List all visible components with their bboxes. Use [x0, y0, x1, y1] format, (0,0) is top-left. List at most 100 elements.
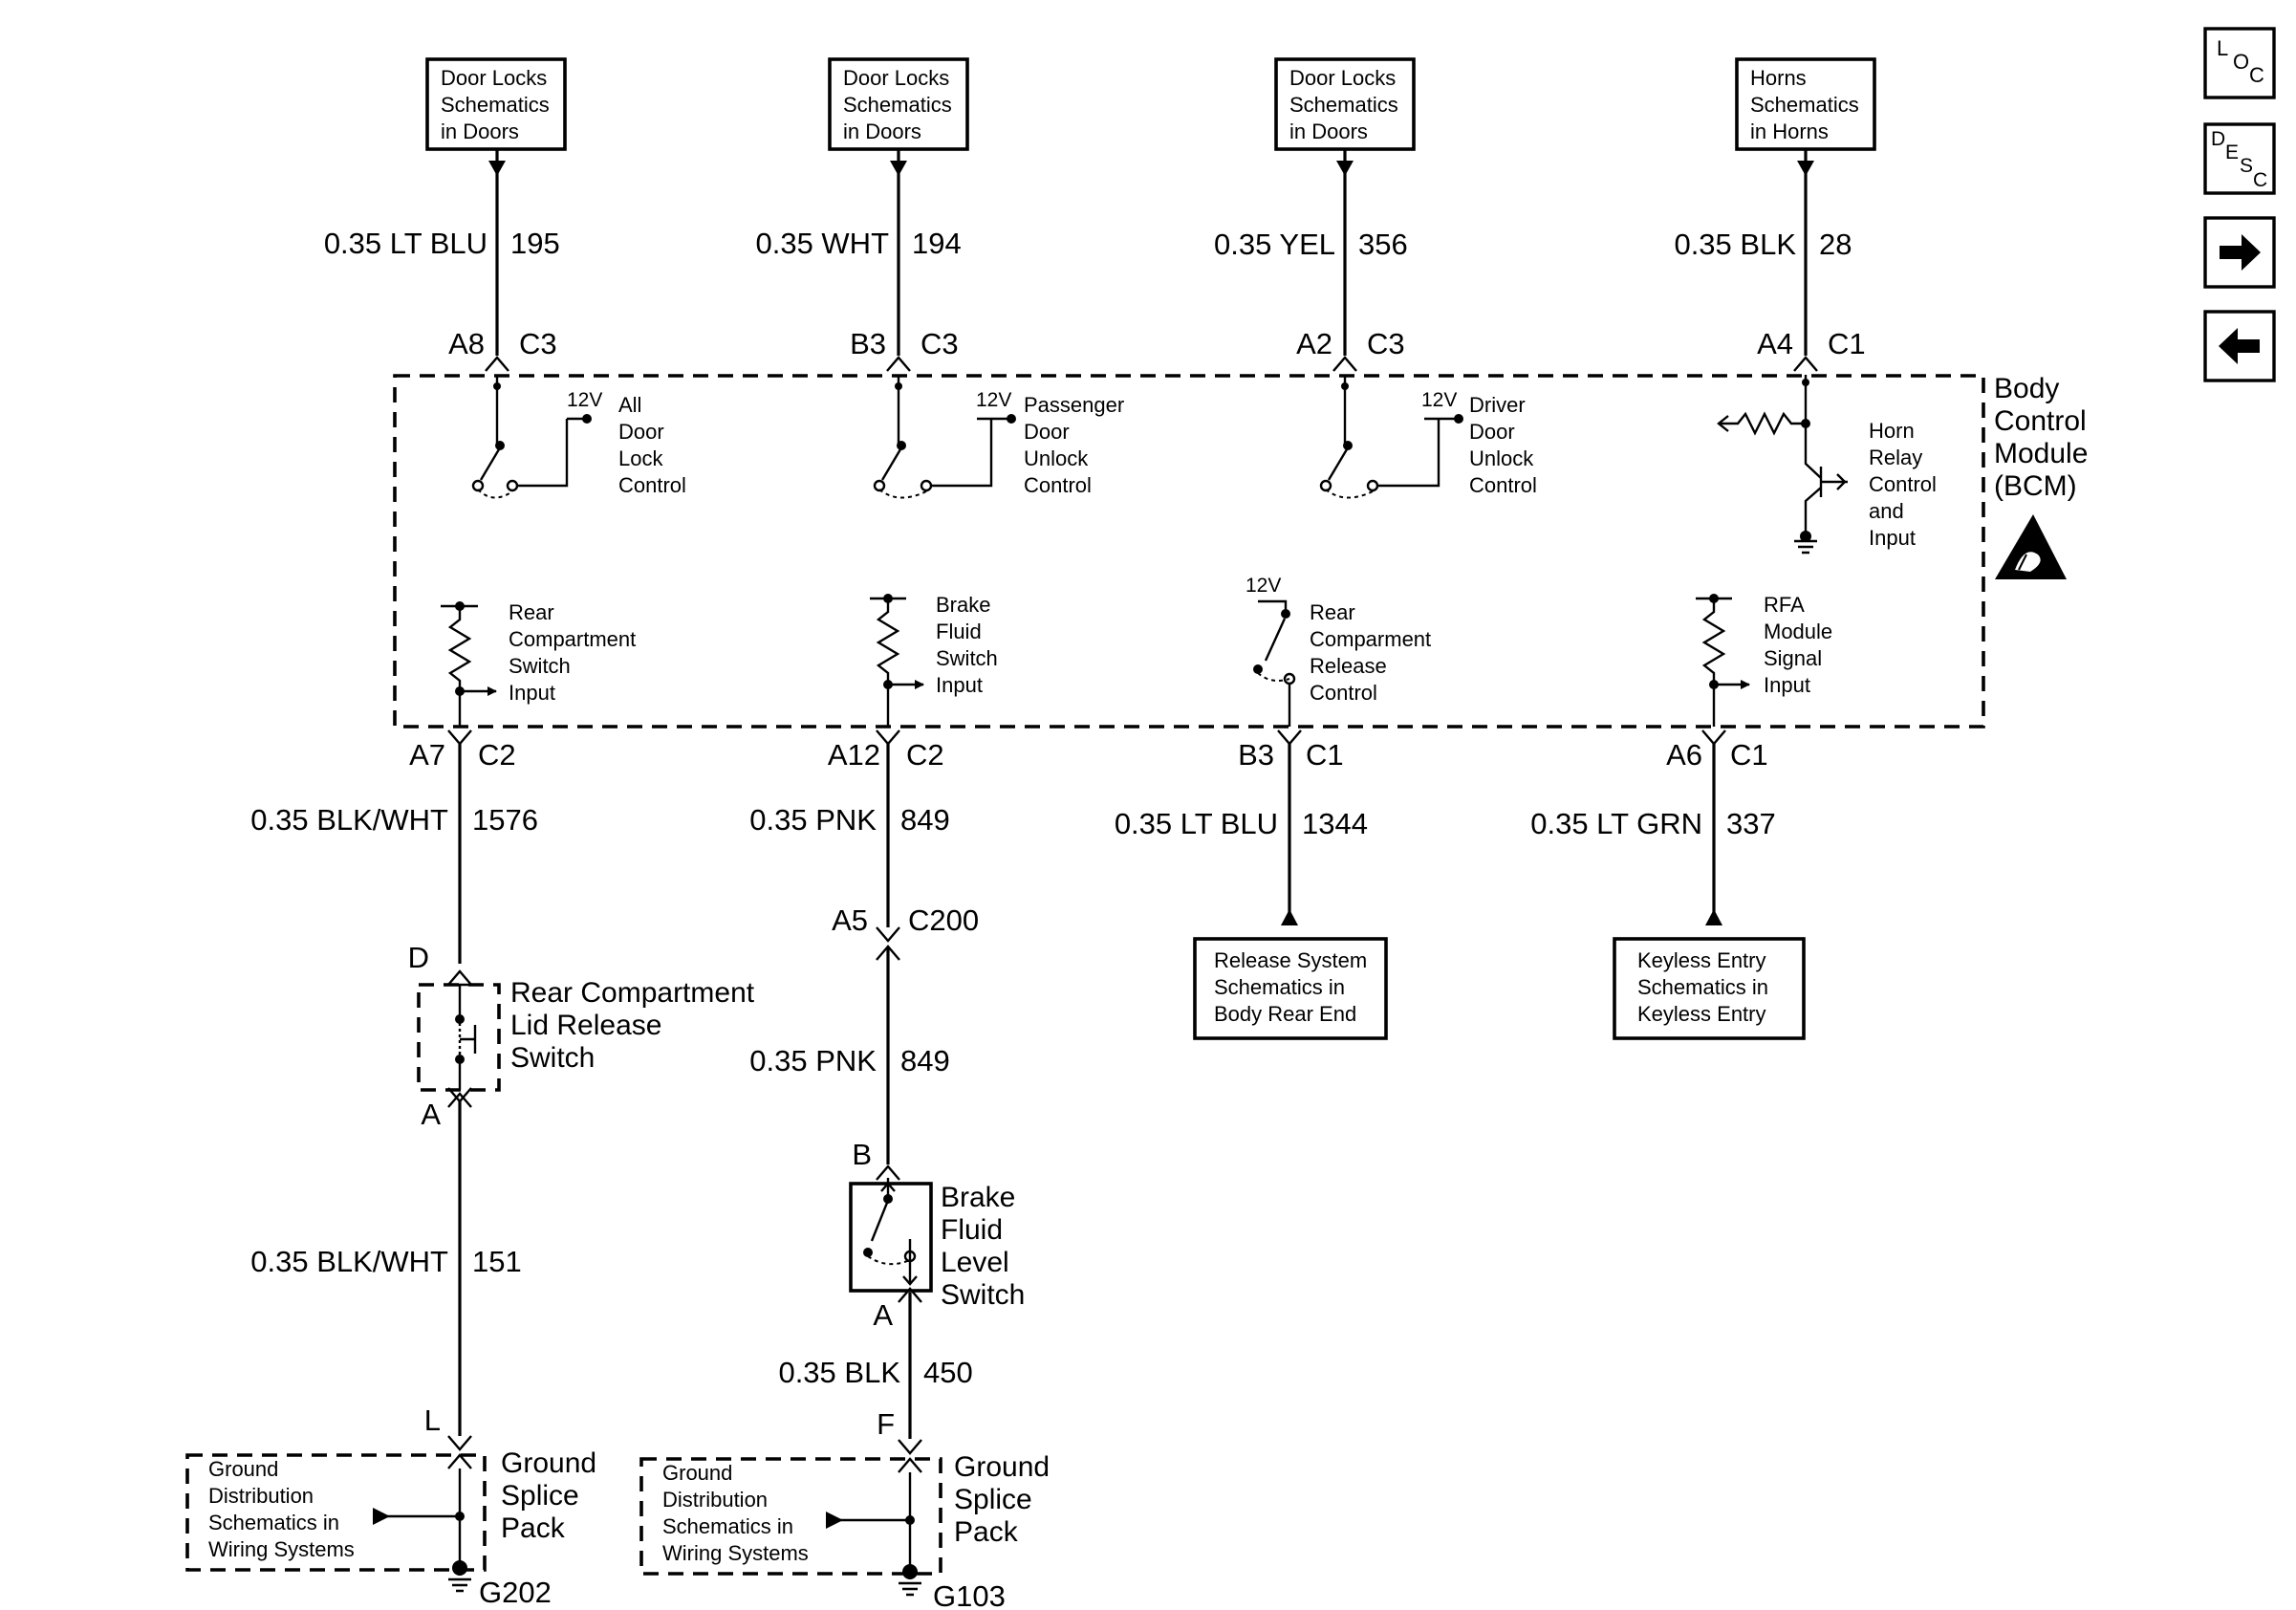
circuit-label-line: Fluid [936, 620, 982, 643]
circuit-label-line: Input [1869, 526, 1916, 550]
desc-letter: D [2211, 128, 2225, 150]
connector-pin: B [852, 1138, 872, 1171]
wire-arrow [488, 161, 506, 176]
ground-pack-label-line: Splice [954, 1484, 1032, 1515]
connector-pin: D [408, 941, 429, 974]
connector-symbol [1701, 729, 1726, 746]
wire-circuit-number: 356 [1358, 228, 1408, 261]
wire-circuit-number: 194 [912, 227, 962, 260]
wire-gauge-color: 0.35 LT BLU [324, 227, 487, 260]
ground-ref-line: Schematics in [662, 1514, 793, 1538]
ref-box-line: Schematics in [1637, 975, 1768, 999]
wire-arrow [890, 161, 907, 176]
ref-box-line: Schematics [441, 93, 550, 117]
connector-id: C2 [478, 738, 516, 772]
ref-box-release-system[interactable]: Release System Schematics in Body Rear E… [1193, 937, 1388, 1040]
ground-splice-g103 [826, 1457, 922, 1597]
connector-id: C3 [921, 327, 959, 360]
connector-pin: A6 [1666, 738, 1702, 772]
rear-switch-label-line: Lid Release [510, 1010, 661, 1041]
connector-pin: A [421, 1098, 441, 1131]
circuit-label-line: Control [1469, 473, 1537, 497]
connector-pin: A5 [832, 903, 868, 937]
brake-fluid-level-switch [863, 1178, 918, 1286]
wire-circuit-number: 195 [510, 227, 560, 260]
wire-gauge-color: 0.35 BLK/WHT [250, 803, 448, 837]
supply-12v-label: 12V [976, 389, 1011, 411]
rear-compartment-switch-input-resistor [441, 601, 497, 727]
connector-symbol [447, 1092, 472, 1108]
all-door-lock-switch [471, 375, 592, 499]
circuit-label-line: All [618, 393, 641, 417]
brake-switch-label-line: Brake [941, 1182, 1015, 1213]
connector-symbol [1277, 729, 1302, 746]
connector-id: C2 [906, 738, 944, 772]
wire-gauge-color: 0.35 PNK [749, 803, 877, 837]
loc-letter: C [2249, 63, 2264, 87]
ground-id: G103 [933, 1579, 1006, 1610]
circuit-label-line: Passenger [1024, 393, 1124, 417]
desc-letter: S [2240, 155, 2253, 177]
ref-box-door-locks-3[interactable]: Door Locks Schematics in Doors [1274, 57, 1416, 151]
ground-ref-line: Ground [208, 1457, 278, 1481]
ground-icon [448, 1577, 471, 1593]
ground-icon [899, 1581, 921, 1597]
ref-box-door-locks-2[interactable]: Door Locks Schematics in Doors [828, 57, 969, 151]
ground-pack-label-line: Pack [501, 1512, 566, 1544]
next-button[interactable] [2203, 216, 2276, 289]
ref-box-door-locks-1[interactable]: Door Locks Schematics in Doors [425, 57, 567, 151]
wire-circuit-number: 450 [923, 1356, 973, 1389]
bcm-title-line: (BCM) [1994, 470, 2077, 502]
rear-compartment-release-switch [1253, 599, 1296, 727]
desc-button[interactable]: D E S C [2203, 122, 2276, 195]
connector-symbol [1332, 356, 1357, 372]
ref-box-line: in Horns [1750, 120, 1829, 143]
wire-arrow [1797, 161, 1814, 176]
ground-splice-g202 [373, 1453, 472, 1593]
brake-fluid-switch-boundary [849, 1182, 933, 1293]
ref-box-horns[interactable]: Horns Schematics in Horns [1735, 57, 1876, 151]
connector-symbol [898, 1439, 922, 1455]
connector-symbol [447, 1435, 472, 1451]
circuit-label-line: Brake [936, 593, 990, 617]
rfa-module-signal-input-resistor [1696, 594, 1750, 727]
circuit-label-line: Signal [1764, 646, 1822, 670]
ref-box-line: Body Rear End [1214, 1002, 1356, 1026]
rear-compartment-lid-release-switch [449, 983, 477, 1090]
connector-pin: F [877, 1407, 895, 1441]
desc-letter: C [2253, 169, 2267, 191]
circuit-label-line: Input [1764, 673, 1810, 697]
ref-box-keyless-entry[interactable]: Keyless Entry Schematics in Keyless Entr… [1613, 937, 1806, 1040]
wire-gauge-color: 0.35 YEL [1214, 228, 1335, 261]
connector-symbol [485, 356, 509, 372]
ground-splice-pack-g103 [639, 1457, 942, 1576]
circuit-label-line: Control [1869, 472, 1937, 496]
loc-button[interactable]: L O C [2203, 27, 2276, 99]
connector-id: C1 [1306, 738, 1344, 772]
ref-box-line: Door Locks [843, 66, 949, 90]
rear-switch-label-line: Switch [510, 1042, 595, 1074]
wire-circuit-number: 337 [1726, 807, 1776, 840]
rear-switch-label-line: Rear Compartment [510, 977, 755, 1009]
prev-button[interactable] [2203, 310, 2276, 382]
driver-door-unlock-switch [1319, 375, 1463, 499]
wire-gauge-color: 0.35 LT GRN [1530, 807, 1702, 840]
wire-circuit-number: 28 [1819, 228, 1852, 261]
bcm-title-line: Body [1994, 373, 2059, 404]
ground-id: G202 [479, 1576, 552, 1609]
ref-box-line: in Doors [843, 120, 921, 143]
circuit-label-line: Unlock [1024, 446, 1089, 470]
connector-id: C1 [1828, 327, 1866, 360]
circuit-label-line: Driver [1469, 393, 1526, 417]
connector-id: C200 [908, 903, 979, 937]
wire-gauge-color: 0.35 BLK [778, 1356, 900, 1389]
circuit-label-line: Switch [936, 646, 998, 670]
connector-id: C3 [1367, 327, 1405, 360]
ref-box-line: Horns [1750, 66, 1807, 90]
brake-switch-label-line: Fluid [941, 1214, 1003, 1246]
connector-symbol [447, 969, 472, 986]
circuit-label-line: Release [1310, 654, 1387, 678]
connector-symbol [876, 1164, 900, 1181]
desc-letter: E [2225, 141, 2239, 163]
